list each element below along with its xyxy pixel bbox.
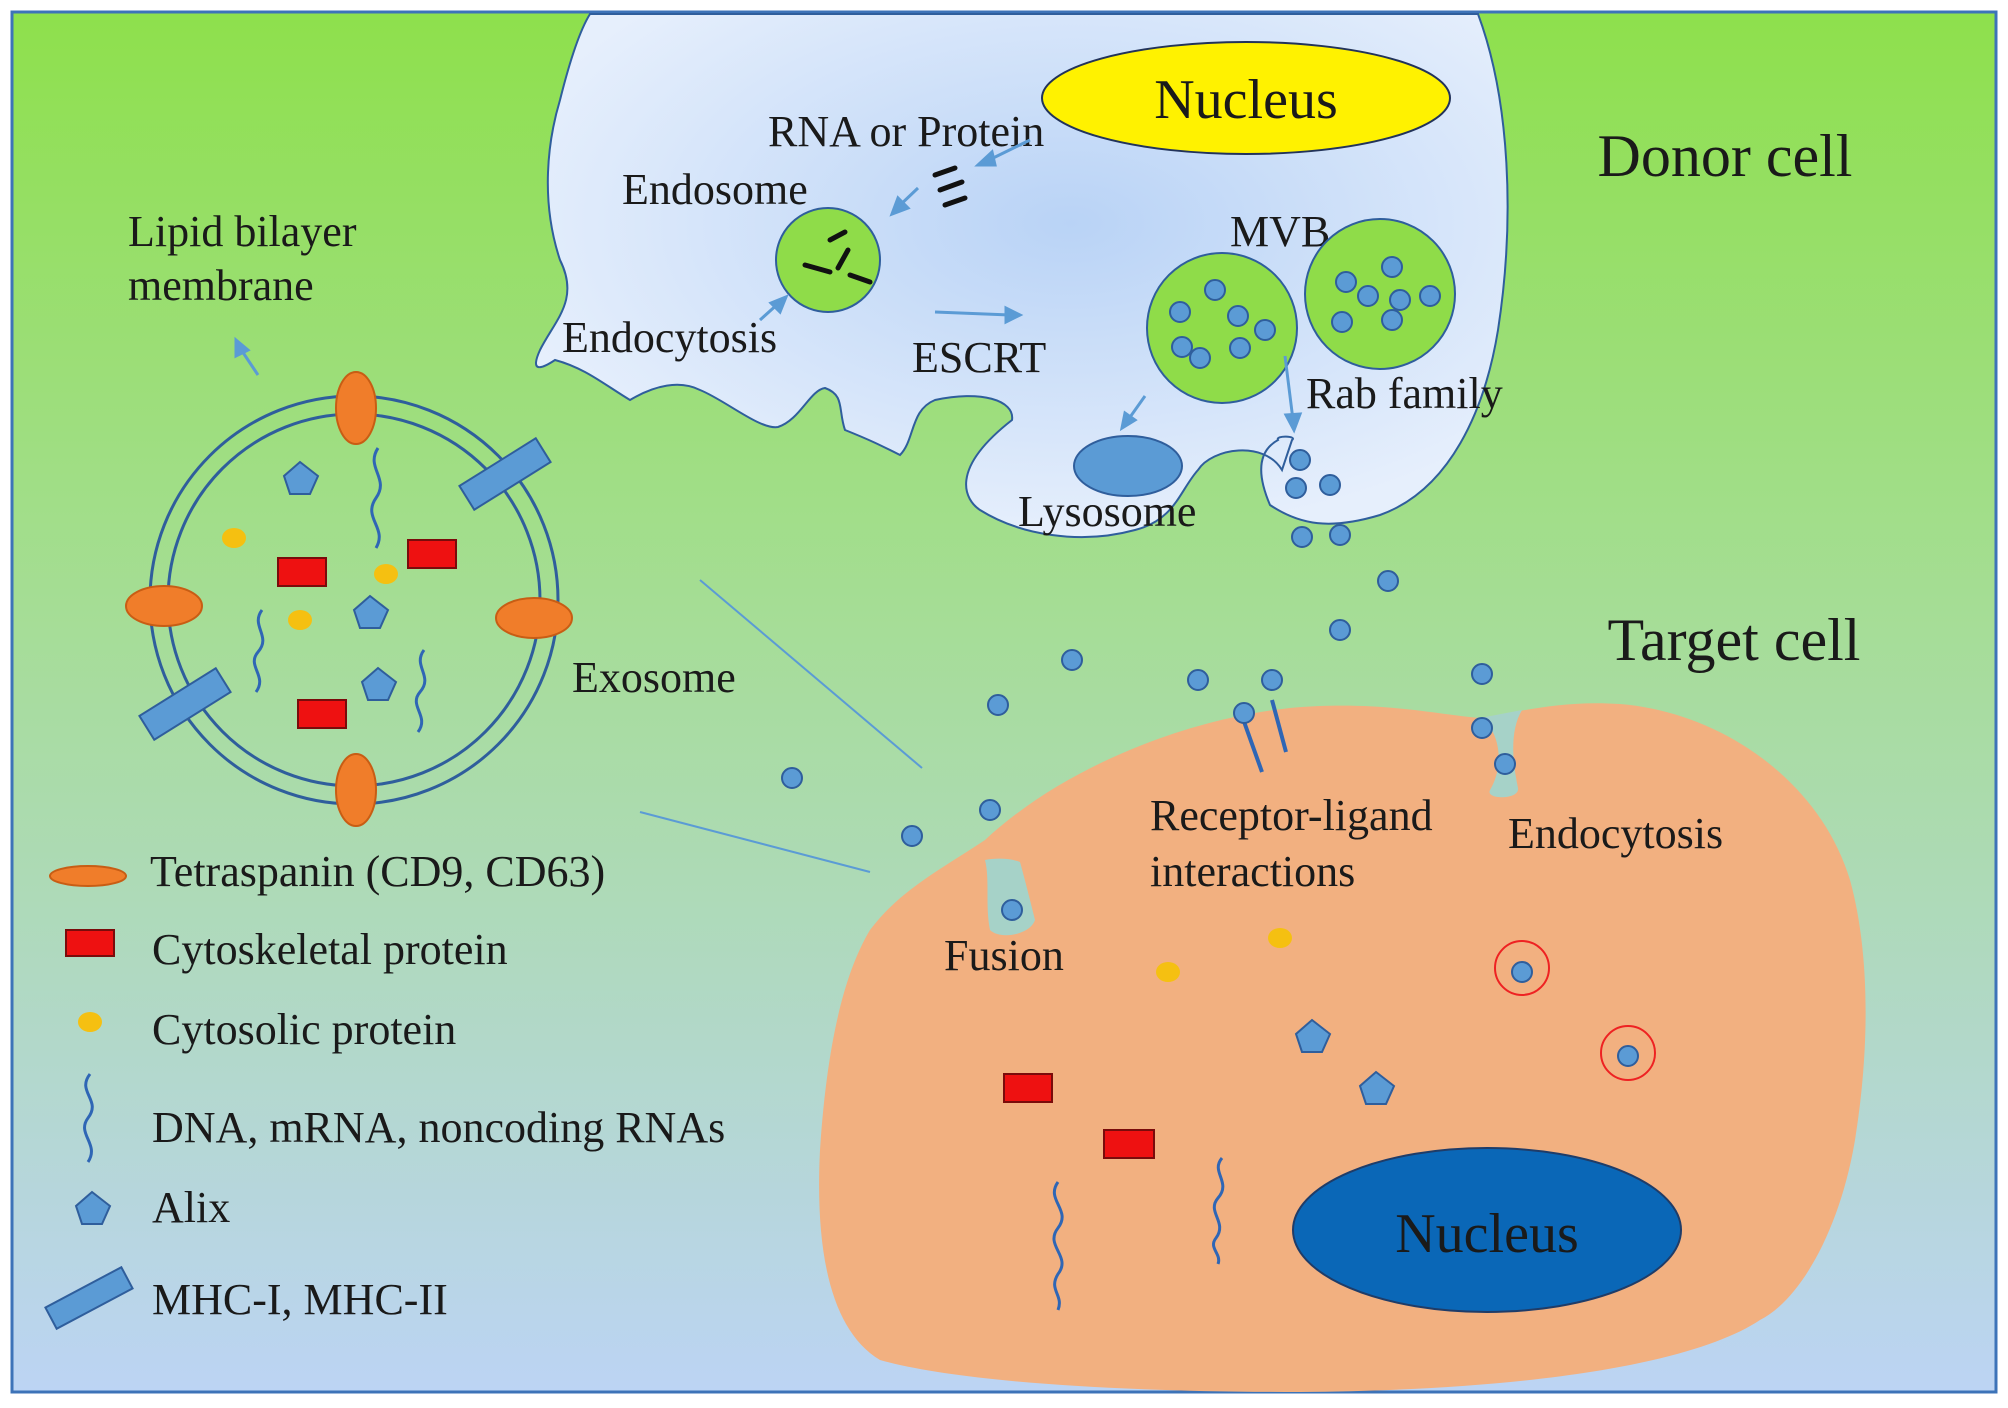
exosome-mhc xyxy=(138,436,552,742)
legend-label: MHC-I, MHC-II xyxy=(152,1275,448,1324)
tetraspanin-icon xyxy=(49,865,127,887)
lysosome xyxy=(1073,435,1183,497)
legend-label: Tetraspanin (CD9, CD63) xyxy=(150,847,605,896)
target-nucleus-label: Nucleus xyxy=(1395,1203,1579,1265)
alix-icon xyxy=(74,1190,112,1225)
budding-exosomes xyxy=(1285,449,1399,641)
receptor-ligand-label-1: Receptor-ligand xyxy=(1150,791,1433,840)
fusion-label: Fusion xyxy=(944,931,1064,980)
endocytosis-inlet xyxy=(1480,710,1522,798)
legend-item: MHC-I, MHC-II xyxy=(44,1265,448,1331)
exosome-label: Exosome xyxy=(572,653,736,702)
membrane-label-1: Lipid bilayer xyxy=(128,207,357,256)
legend-item: Cytoskeletal protein xyxy=(65,925,508,974)
receptor-ligand-label-2: interactions xyxy=(1150,847,1355,896)
legend-label: Cytoskeletal protein xyxy=(152,925,508,974)
target-nucleus xyxy=(1292,1147,1682,1313)
legend-label: Alix xyxy=(152,1183,230,1232)
receptor-ligand-pairs xyxy=(1240,699,1288,773)
donor-nucleus-label: Nucleus xyxy=(1154,69,1338,131)
target-cell-title: Target cell xyxy=(1608,607,1861,673)
legend-item: Alix xyxy=(74,1183,230,1232)
escrt-label: ESCRT xyxy=(912,333,1046,382)
mhc-icon xyxy=(44,1265,134,1331)
legend-label: Cytosolic protein xyxy=(152,1005,456,1054)
mvb-label: MVB xyxy=(1230,207,1330,256)
endosome xyxy=(775,207,881,313)
nucleic-acid-icon xyxy=(83,1073,94,1163)
exosome-tetraspanins xyxy=(125,371,573,827)
cytoskeletal-protein-icon xyxy=(65,929,115,957)
endosome-label: Endosome xyxy=(622,165,808,214)
donor-endocytosis-label: Endocytosis xyxy=(562,313,777,362)
legend-label: DNA, mRNA, noncoding RNAs xyxy=(152,1103,725,1152)
exosome-cargo xyxy=(222,447,457,733)
legend-item: DNA, mRNA, noncoding RNAs xyxy=(83,1073,725,1163)
lysosome-label: Lysosome xyxy=(1018,487,1196,536)
rab-family-label: Rab family xyxy=(1306,369,1503,418)
internalized-exosomes xyxy=(1494,940,1656,1081)
fusion-inlet xyxy=(985,858,1035,936)
legend-item: Tetraspanin (CD9, CD63) xyxy=(49,847,605,896)
mvb-2 xyxy=(1304,218,1456,370)
donor-arrows xyxy=(234,138,1303,434)
rna-fragments xyxy=(932,165,968,208)
free-exosomes xyxy=(781,649,1516,921)
rna-or-protein-label: RNA or Protein xyxy=(768,107,1044,156)
donor-cell-title: Donor cell xyxy=(1598,123,1853,189)
membrane-label-2: membrane xyxy=(128,261,314,310)
exosome-detail xyxy=(125,371,923,873)
mvb-1 xyxy=(1146,252,1298,404)
target-cell-cargo xyxy=(1003,928,1396,1311)
legend-item: Cytosolic protein xyxy=(78,1005,456,1054)
donor-nucleus xyxy=(1041,41,1451,155)
cytosolic-protein-icon xyxy=(78,1012,102,1032)
target-endocytosis-label: Endocytosis xyxy=(1508,809,1723,858)
legend: Tetraspanin (CD9, CD63) Cytoskeletal pro… xyxy=(44,847,725,1331)
